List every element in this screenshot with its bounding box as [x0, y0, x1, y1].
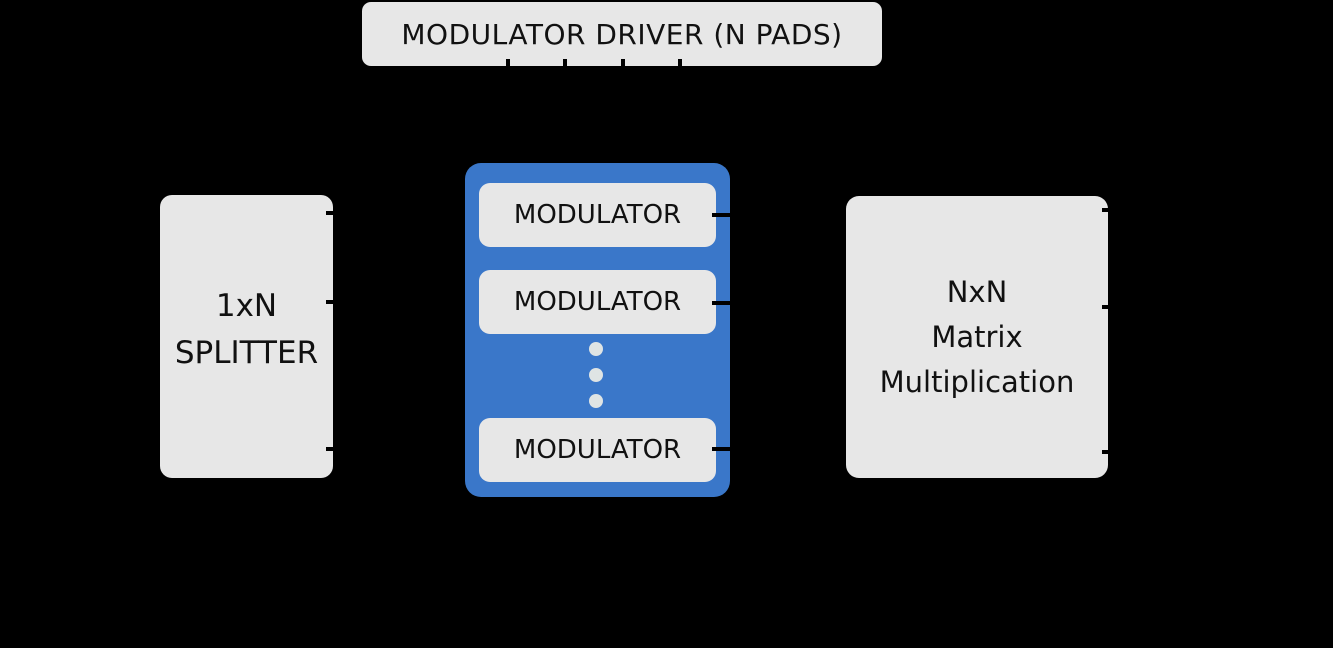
modulator-output-connector-1	[712, 213, 739, 217]
matrix-output-connector-2	[1102, 305, 1111, 309]
matrix-output-connector-1	[1102, 208, 1111, 212]
driver-pad-connector-4	[678, 59, 682, 72]
modulator-output-connector-3	[712, 447, 739, 451]
modulator-driver-label: MODULATOR DRIVER (N PADS)	[401, 17, 843, 51]
splitter-label-line2: SPLITTER	[174, 334, 319, 371]
modulator-bank: MODULATOR MODULATOR MODULATOR	[465, 163, 730, 497]
modulator-block-2: MODULATOR	[479, 270, 716, 334]
modulator-label-1: MODULATOR	[513, 200, 682, 230]
splitter-output-connector-2	[326, 300, 336, 304]
splitter-output-connector-3	[326, 447, 336, 451]
modulator-driver-block: MODULATOR DRIVER (N PADS)	[362, 2, 882, 66]
matrix-label-line3: Multiplication	[879, 364, 1075, 399]
matrix-label-line1: NxN	[946, 274, 1008, 309]
ellipsis-dot-3	[589, 394, 603, 408]
driver-pad-connector-1	[506, 59, 510, 72]
matrix-output-connector-3	[1102, 450, 1111, 454]
splitter-label-line1: 1xN	[215, 287, 278, 324]
splitter-output-connector-1	[326, 211, 336, 215]
modulator-block-3: MODULATOR	[479, 418, 716, 482]
splitter-block: 1xN SPLITTER	[160, 195, 333, 478]
modulator-label-2: MODULATOR	[513, 287, 682, 317]
driver-pad-connector-2	[563, 59, 567, 72]
modulator-output-connector-2	[712, 301, 739, 305]
modulator-label-3: MODULATOR	[513, 435, 682, 465]
ellipsis-dot-2	[589, 368, 603, 382]
matrix-multiplication-block: NxN Matrix Multiplication	[846, 196, 1108, 478]
modulator-block-1: MODULATOR	[479, 183, 716, 247]
ellipsis-dot-1	[589, 342, 603, 356]
driver-pad-connector-3	[621, 59, 625, 72]
matrix-label-line2: Matrix	[931, 319, 1023, 354]
